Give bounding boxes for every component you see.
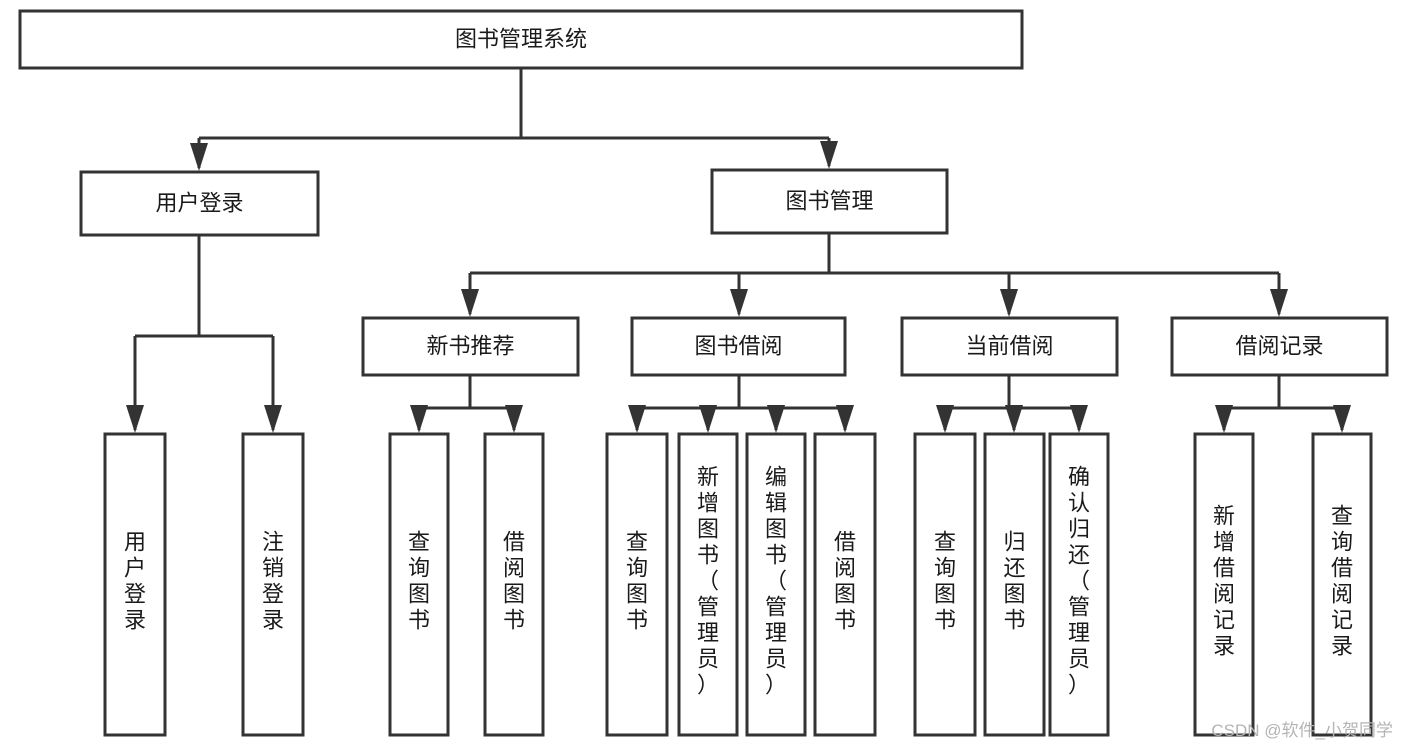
- node-leaf-query-book-2[interactable]: 查询图书: [605, 432, 669, 737]
- node-leaf-query-borrow-record-box: [1311, 432, 1373, 737]
- node-new-book-recommend-box: [361, 316, 580, 377]
- arrow-head-icon: [190, 143, 208, 171]
- node-book-borrow-box: [630, 316, 847, 377]
- node-leaf-query-book-3-box: [913, 432, 977, 737]
- node-leaf-user-login-label: 用户登录: [124, 530, 146, 633]
- node-borrow-record-box: [1170, 316, 1389, 377]
- node-leaf-return-book-label: 归还图书: [1003, 530, 1025, 633]
- arrow-head-icon: [836, 405, 854, 433]
- arrow-head-icon: [699, 405, 717, 433]
- arrow-head-icon: [1333, 405, 1351, 433]
- node-user-login[interactable]: 用户登录: [79, 170, 320, 237]
- node-leaf-user-logout[interactable]: 注销登录: [241, 432, 305, 737]
- arrow-head-icon: [1005, 405, 1023, 433]
- node-book-manage[interactable]: 图书管理: [710, 168, 949, 235]
- node-leaf-query-book-3-label: 查询图书: [934, 530, 956, 633]
- arrow-head-icon: [628, 405, 646, 433]
- node-leaf-confirm-return-box: [1048, 432, 1110, 737]
- node-new-book-recommend[interactable]: 新书推荐: [361, 316, 580, 377]
- node-user-login-label: 用户登录: [155, 190, 243, 215]
- node-current-borrow-label: 当前借阅: [965, 333, 1053, 358]
- connector-layer: [126, 68, 1351, 433]
- node-leaf-query-book-1-label: 查询图书: [408, 530, 430, 633]
- node-leaf-add-book-label: 新增图书（管理员）: [697, 465, 719, 698]
- node-leaf-borrow-book-2-box: [813, 432, 877, 737]
- node-leaf-add-book[interactable]: 新增图书（管理员）: [677, 432, 739, 737]
- arrow-head-icon: [936, 405, 954, 433]
- node-leaf-add-borrow-record-label: 新增借阅记录: [1213, 504, 1235, 659]
- node-current-borrow-box: [900, 316, 1119, 377]
- node-borrow-record[interactable]: 借阅记录: [1170, 316, 1389, 377]
- node-title-book-management-system[interactable]: 图书管理系统: [18, 9, 1024, 70]
- arrow-head-icon: [505, 405, 523, 433]
- node-book-borrow-label: 图书借阅: [694, 333, 782, 358]
- node-leaf-add-book-box: [677, 432, 739, 737]
- node-leaf-query-book-3[interactable]: 查询图书: [913, 432, 977, 737]
- arrow-head-icon: [1070, 405, 1088, 433]
- node-leaf-return-book[interactable]: 归还图书: [983, 432, 1046, 737]
- node-leaf-user-logout-box: [241, 432, 305, 737]
- node-leaf-confirm-return[interactable]: 确认归还（管理员）: [1048, 432, 1110, 737]
- node-leaf-user-login-box: [103, 432, 167, 737]
- node-new-book-recommend-label: 新书推荐: [426, 333, 514, 358]
- arrow-head-icon: [461, 289, 479, 317]
- csdn-watermark: CSDN @软件_小贺同学: [1211, 721, 1393, 740]
- node-leaf-edit-book-label: 编辑图书（管理员）: [765, 465, 787, 698]
- node-leaf-borrow-book-1-box: [483, 432, 545, 737]
- node-layer: 图书管理系统用户登录图书管理新书推荐图书借阅当前借阅借阅记录用户登录注销登录查询…: [18, 9, 1389, 737]
- node-leaf-query-borrow-record[interactable]: 查询借阅记录: [1311, 432, 1373, 737]
- arrow-head-icon: [1270, 289, 1288, 317]
- node-leaf-return-book-box: [983, 432, 1046, 737]
- node-leaf-confirm-return-label: 确认归还（管理员）: [1068, 465, 1090, 698]
- node-leaf-borrow-book-2[interactable]: 借阅图书: [813, 432, 877, 737]
- node-leaf-edit-book-box: [745, 432, 807, 737]
- node-user-login-box: [79, 170, 320, 237]
- arrow-head-icon: [126, 405, 144, 433]
- node-title-book-management-system-box: [18, 9, 1024, 70]
- arrow-head-icon: [410, 405, 428, 433]
- arrow-head-icon: [1215, 405, 1233, 433]
- arrow-head-icon: [820, 141, 838, 169]
- node-leaf-query-book-1-box: [388, 432, 450, 737]
- node-leaf-query-book-2-box: [605, 432, 669, 737]
- node-title-book-management-system-label: 图书管理系统: [455, 26, 587, 51]
- arrow-head-icon: [1000, 289, 1018, 317]
- node-leaf-user-logout-label: 注销登录: [262, 530, 284, 633]
- node-leaf-edit-book[interactable]: 编辑图书（管理员）: [745, 432, 807, 737]
- node-book-manage-label: 图书管理: [785, 188, 873, 213]
- node-book-manage-box: [710, 168, 949, 235]
- node-leaf-borrow-book-1-label: 借阅图书: [503, 530, 525, 633]
- node-leaf-borrow-book-1[interactable]: 借阅图书: [483, 432, 545, 737]
- node-leaf-query-book-1[interactable]: 查询图书: [388, 432, 450, 737]
- arrow-head-icon: [730, 289, 748, 317]
- node-borrow-record-label: 借阅记录: [1235, 333, 1323, 358]
- node-leaf-borrow-book-2-label: 借阅图书: [834, 530, 856, 633]
- node-book-borrow[interactable]: 图书借阅: [630, 316, 847, 377]
- node-leaf-query-book-2-label: 查询图书: [626, 530, 648, 633]
- arrow-head-icon: [264, 405, 282, 433]
- node-current-borrow[interactable]: 当前借阅: [900, 316, 1119, 377]
- arrow-head-icon: [767, 405, 785, 433]
- node-leaf-add-borrow-record[interactable]: 新增借阅记录: [1193, 432, 1255, 737]
- node-leaf-add-borrow-record-box: [1193, 432, 1255, 737]
- node-leaf-user-login[interactable]: 用户登录: [103, 432, 167, 737]
- node-leaf-query-borrow-record-label: 查询借阅记录: [1331, 504, 1353, 659]
